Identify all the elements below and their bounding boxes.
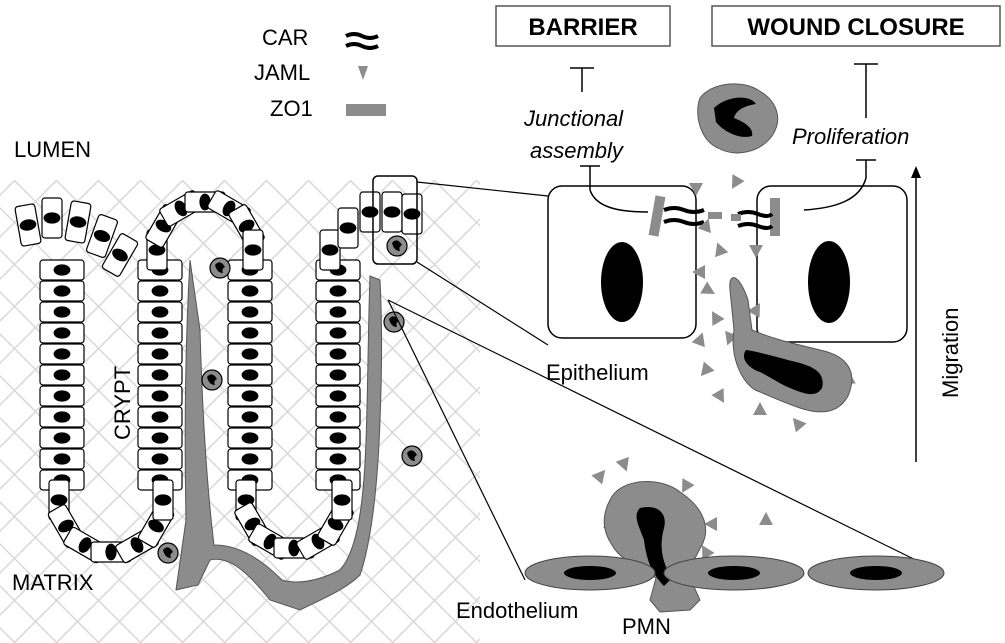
epithelial-cell <box>228 281 272 301</box>
epithelial-cell <box>316 407 360 427</box>
epithelial-cell <box>138 428 182 448</box>
barrier-label: BARRIER <box>528 14 637 41</box>
epithelial-cell <box>15 204 42 247</box>
epithelial-cell <box>138 302 182 322</box>
epithelial-cell <box>40 302 84 322</box>
migration-arrow <box>911 166 921 462</box>
epithelial-cell <box>316 323 360 343</box>
epithelial-cell <box>40 428 84 448</box>
epithelial-cell <box>243 230 263 270</box>
wound-closure-label: WOUND CLOSURE <box>747 14 964 41</box>
epithelial-cell <box>138 449 182 469</box>
legend: CAR JAML ZO1 <box>254 25 386 121</box>
epithelial-cell <box>338 208 358 248</box>
epithelial-cell <box>228 386 272 406</box>
matrix-label: MATRIX <box>12 570 94 595</box>
proliferation-label: Proliferation <box>792 124 909 149</box>
epithelial-cell <box>316 365 360 385</box>
endothelial-cells <box>525 556 944 590</box>
epithelial-cell <box>332 480 352 520</box>
wound-closure-box: WOUND CLOSURE <box>712 6 1000 46</box>
epithelial-cell <box>40 344 84 364</box>
car-symbol-icon <box>346 34 378 48</box>
epithelial-cell <box>138 365 182 385</box>
epithelial-cell <box>402 194 422 234</box>
epithelial-cell <box>316 386 360 406</box>
zo1-symbol-icon <box>346 104 386 116</box>
epithelial-cell <box>360 192 380 232</box>
epithelial-cell <box>138 281 182 301</box>
epithelial-cell <box>228 344 272 364</box>
lumen-label: LUMEN <box>14 137 91 162</box>
epithelial-cell <box>228 407 272 427</box>
extravasating-pmn <box>604 482 705 612</box>
epithelial-cell <box>40 281 84 301</box>
epithelial-cell <box>228 323 272 343</box>
epithelial-cell <box>228 365 272 385</box>
epithelial-cell <box>40 365 84 385</box>
epithelial-cell <box>228 428 272 448</box>
epithelial-cell <box>40 449 84 469</box>
epithelial-cell <box>138 323 182 343</box>
epithelial-cell <box>316 428 360 448</box>
legend-car-label: CAR <box>262 25 308 50</box>
epithelial-cell <box>138 386 182 406</box>
floating-pmn <box>698 84 778 153</box>
migration-label: Migration <box>938 308 963 398</box>
crypt-label: CRYPT <box>110 366 135 440</box>
junctional-label: Junctional <box>523 106 624 131</box>
epithelial-cell <box>40 323 84 343</box>
epithelial-cell <box>228 302 272 322</box>
epithelial-cell <box>316 344 360 364</box>
pmn-label: PMN <box>622 614 671 639</box>
epithelial-cell <box>382 192 402 232</box>
epithelium-label: Epithelium <box>546 360 649 385</box>
legend-jaml-label: JAML <box>254 60 310 85</box>
epithelial-cell <box>138 407 182 427</box>
epithelial-cell <box>40 407 84 427</box>
assembly-label: assembly <box>530 138 625 163</box>
epithelial-cell <box>40 386 84 406</box>
epithelial-cell <box>320 230 340 270</box>
epithelial-cell <box>42 198 62 238</box>
endothelium-label: Endothelium <box>456 598 578 623</box>
epithelial-cell <box>65 201 92 244</box>
legend-zo1-label: ZO1 <box>270 96 313 121</box>
epithelial-cell <box>228 449 272 469</box>
epithelial-cell <box>316 281 360 301</box>
epithelial-cell <box>153 480 173 520</box>
epithelial-cell <box>316 449 360 469</box>
jaml-symbol-icon <box>358 66 368 80</box>
epithelial-cell <box>40 260 84 280</box>
barrier-box: BARRIER <box>496 6 670 46</box>
epithelial-cell <box>316 302 360 322</box>
epithelial-cell <box>138 344 182 364</box>
